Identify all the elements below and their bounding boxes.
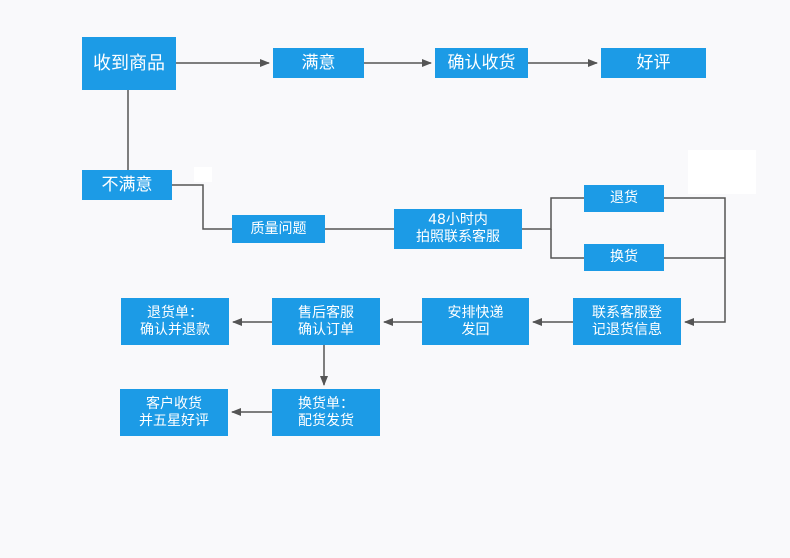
node-photo-contact-line2: 拍照联系客服	[416, 229, 500, 245]
node-refund-order-line2: 确认并退款	[140, 321, 210, 338]
decorative-white-box-small	[194, 167, 212, 182]
node-ship-back-line2: 发回	[461, 321, 490, 338]
node-exchange-order-line2: 配货发货	[298, 412, 354, 429]
node-good-review: 好评	[601, 48, 706, 78]
connector-unsatisfied-quality	[172, 184, 232, 230]
node-photo-contact: 48小时内 拍照联系客服	[394, 209, 522, 249]
node-ship-back-line1: 安排快递	[447, 304, 504, 321]
node-satisfied: 满意	[273, 48, 364, 78]
connector-photo-exchange	[550, 229, 584, 259]
node-quality-issue: 质量问题	[232, 215, 325, 243]
node-register-line1: 联系客服登	[592, 304, 662, 321]
node-exchange-order: 换货单： 配货发货	[272, 389, 380, 436]
node-customer-review: 客户收货 并五星好评	[120, 389, 228, 436]
node-refund-order-line1: 退货单：	[147, 304, 203, 321]
node-refund-order: 退货单： 确认并退款	[121, 298, 229, 345]
node-exchange: 换货	[584, 244, 664, 271]
node-register-line2: 记退货信息	[592, 321, 662, 338]
node-register: 联系客服登 记退货信息	[573, 298, 681, 345]
node-after-sales-line2: 确认订单	[298, 321, 354, 338]
connector-return-register	[664, 197, 726, 326]
node-unsatisfied: 不满意	[82, 170, 172, 200]
node-customer-review-line2: 并五星好评	[139, 412, 209, 429]
node-after-sales: 售后客服 确认订单	[272, 298, 380, 345]
connector-photo-return	[522, 197, 584, 230]
node-after-sales-line1: 售后客服	[298, 304, 354, 321]
node-ship-back: 安排快递 发回	[422, 298, 529, 345]
node-customer-review-line1: 客户收货	[146, 395, 202, 412]
node-return: 退货	[584, 185, 664, 212]
node-confirm-receipt: 确认收货	[435, 48, 528, 78]
node-photo-contact-line1: 48小时内	[428, 212, 488, 228]
node-received: 收到商品	[82, 37, 176, 90]
node-exchange-order-line1: 换货单：	[298, 395, 354, 412]
decorative-white-box-large	[688, 150, 756, 194]
